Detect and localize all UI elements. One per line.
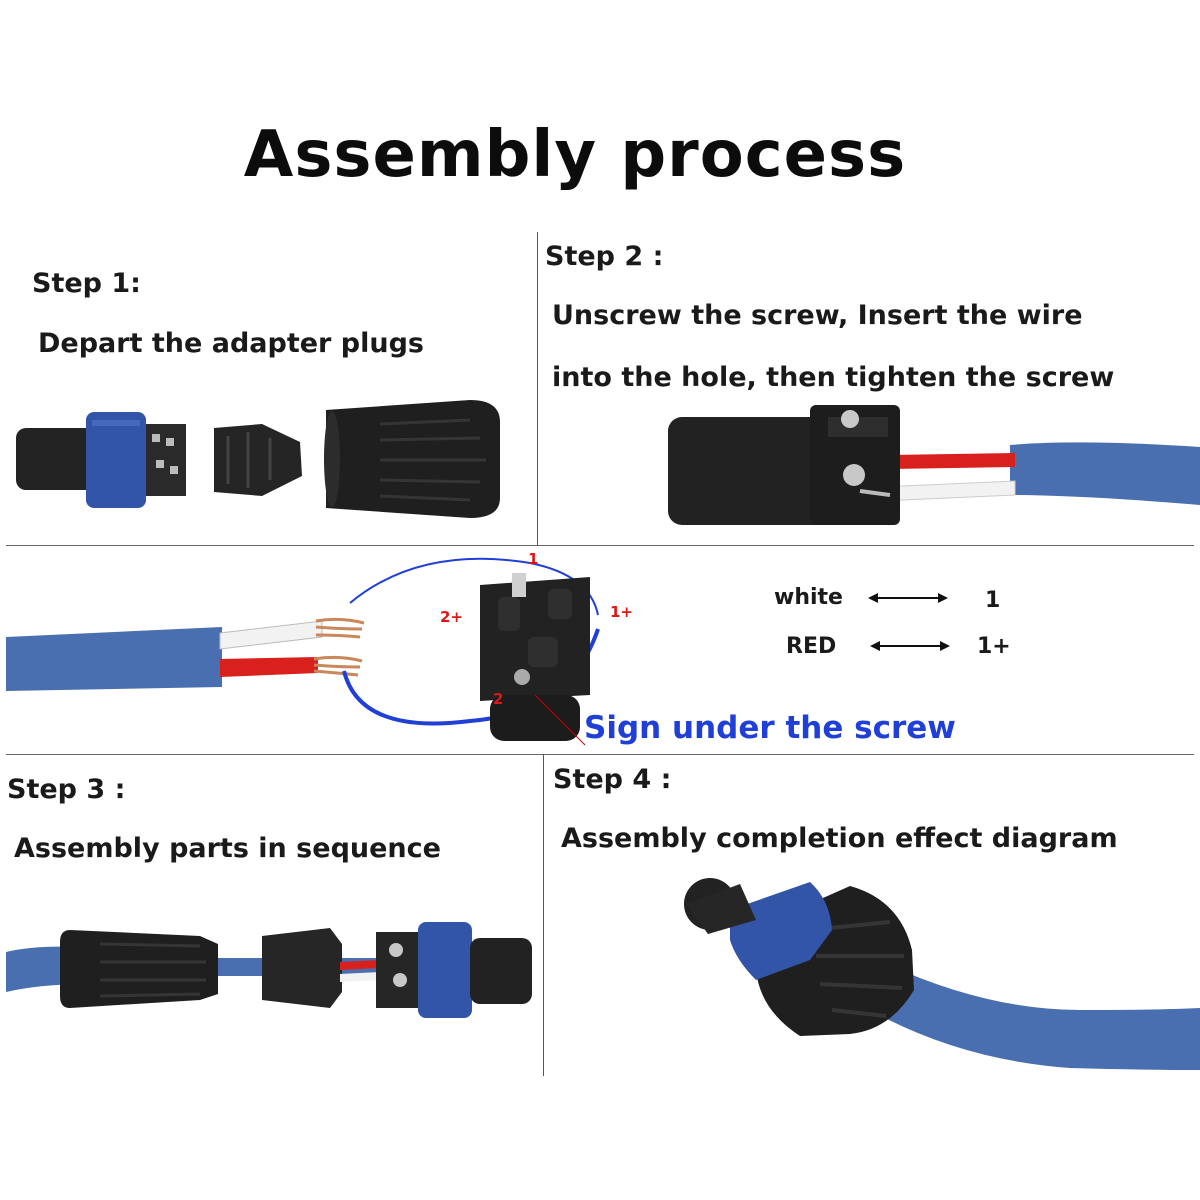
- step-2-wire-insertion-illustration: [668, 405, 1200, 525]
- divider-horizontal-bottom: [6, 754, 1194, 755]
- pin-label-1: 1: [528, 550, 539, 568]
- page-title: Assembly process: [243, 118, 907, 192]
- divider-vertical-bottom: [543, 754, 544, 1076]
- pin-label-2plus: 2+: [440, 608, 464, 626]
- double-arrow-icon: [868, 593, 948, 603]
- step-1-heading: Step 1:: [32, 268, 141, 299]
- step-2-heading: Step 2 :: [545, 241, 664, 272]
- divider-vertical-top: [537, 232, 538, 545]
- mapping-terminal-1: 1: [985, 588, 1001, 613]
- step-3-assembly-sequence-illustration: [6, 922, 532, 1018]
- sign-under-screw-note: Sign under the screw: [584, 710, 956, 746]
- step-2-text-line-1: Unscrew the screw, Insert the wire: [552, 300, 1083, 331]
- step-2-text-line-2: into the hole, then tighten the screw: [552, 362, 1115, 393]
- pin-label-1plus: 1+: [610, 603, 634, 621]
- step-4-text: Assembly completion effect diagram: [561, 823, 1118, 854]
- mapping-wire-white: white: [774, 585, 843, 610]
- mapping-terminal-1plus: 1+: [977, 634, 1011, 659]
- step-4-completed-plug-illustration: [684, 878, 1200, 1070]
- wiring-pin-diagram: [6, 557, 600, 746]
- step-3-heading: Step 3 :: [7, 774, 126, 805]
- step-1-disassembled-plug-illustration: [16, 400, 500, 518]
- double-arrow-icon: [870, 641, 950, 651]
- step-4-heading: Step 4 :: [553, 764, 672, 795]
- step-3-text: Assembly parts in sequence: [14, 833, 441, 864]
- divider-horizontal-top: [6, 545, 1194, 546]
- mapping-wire-red: RED: [786, 634, 837, 659]
- step-1-text: Depart the adapter plugs: [38, 328, 424, 359]
- pin-label-2: 2: [493, 690, 504, 708]
